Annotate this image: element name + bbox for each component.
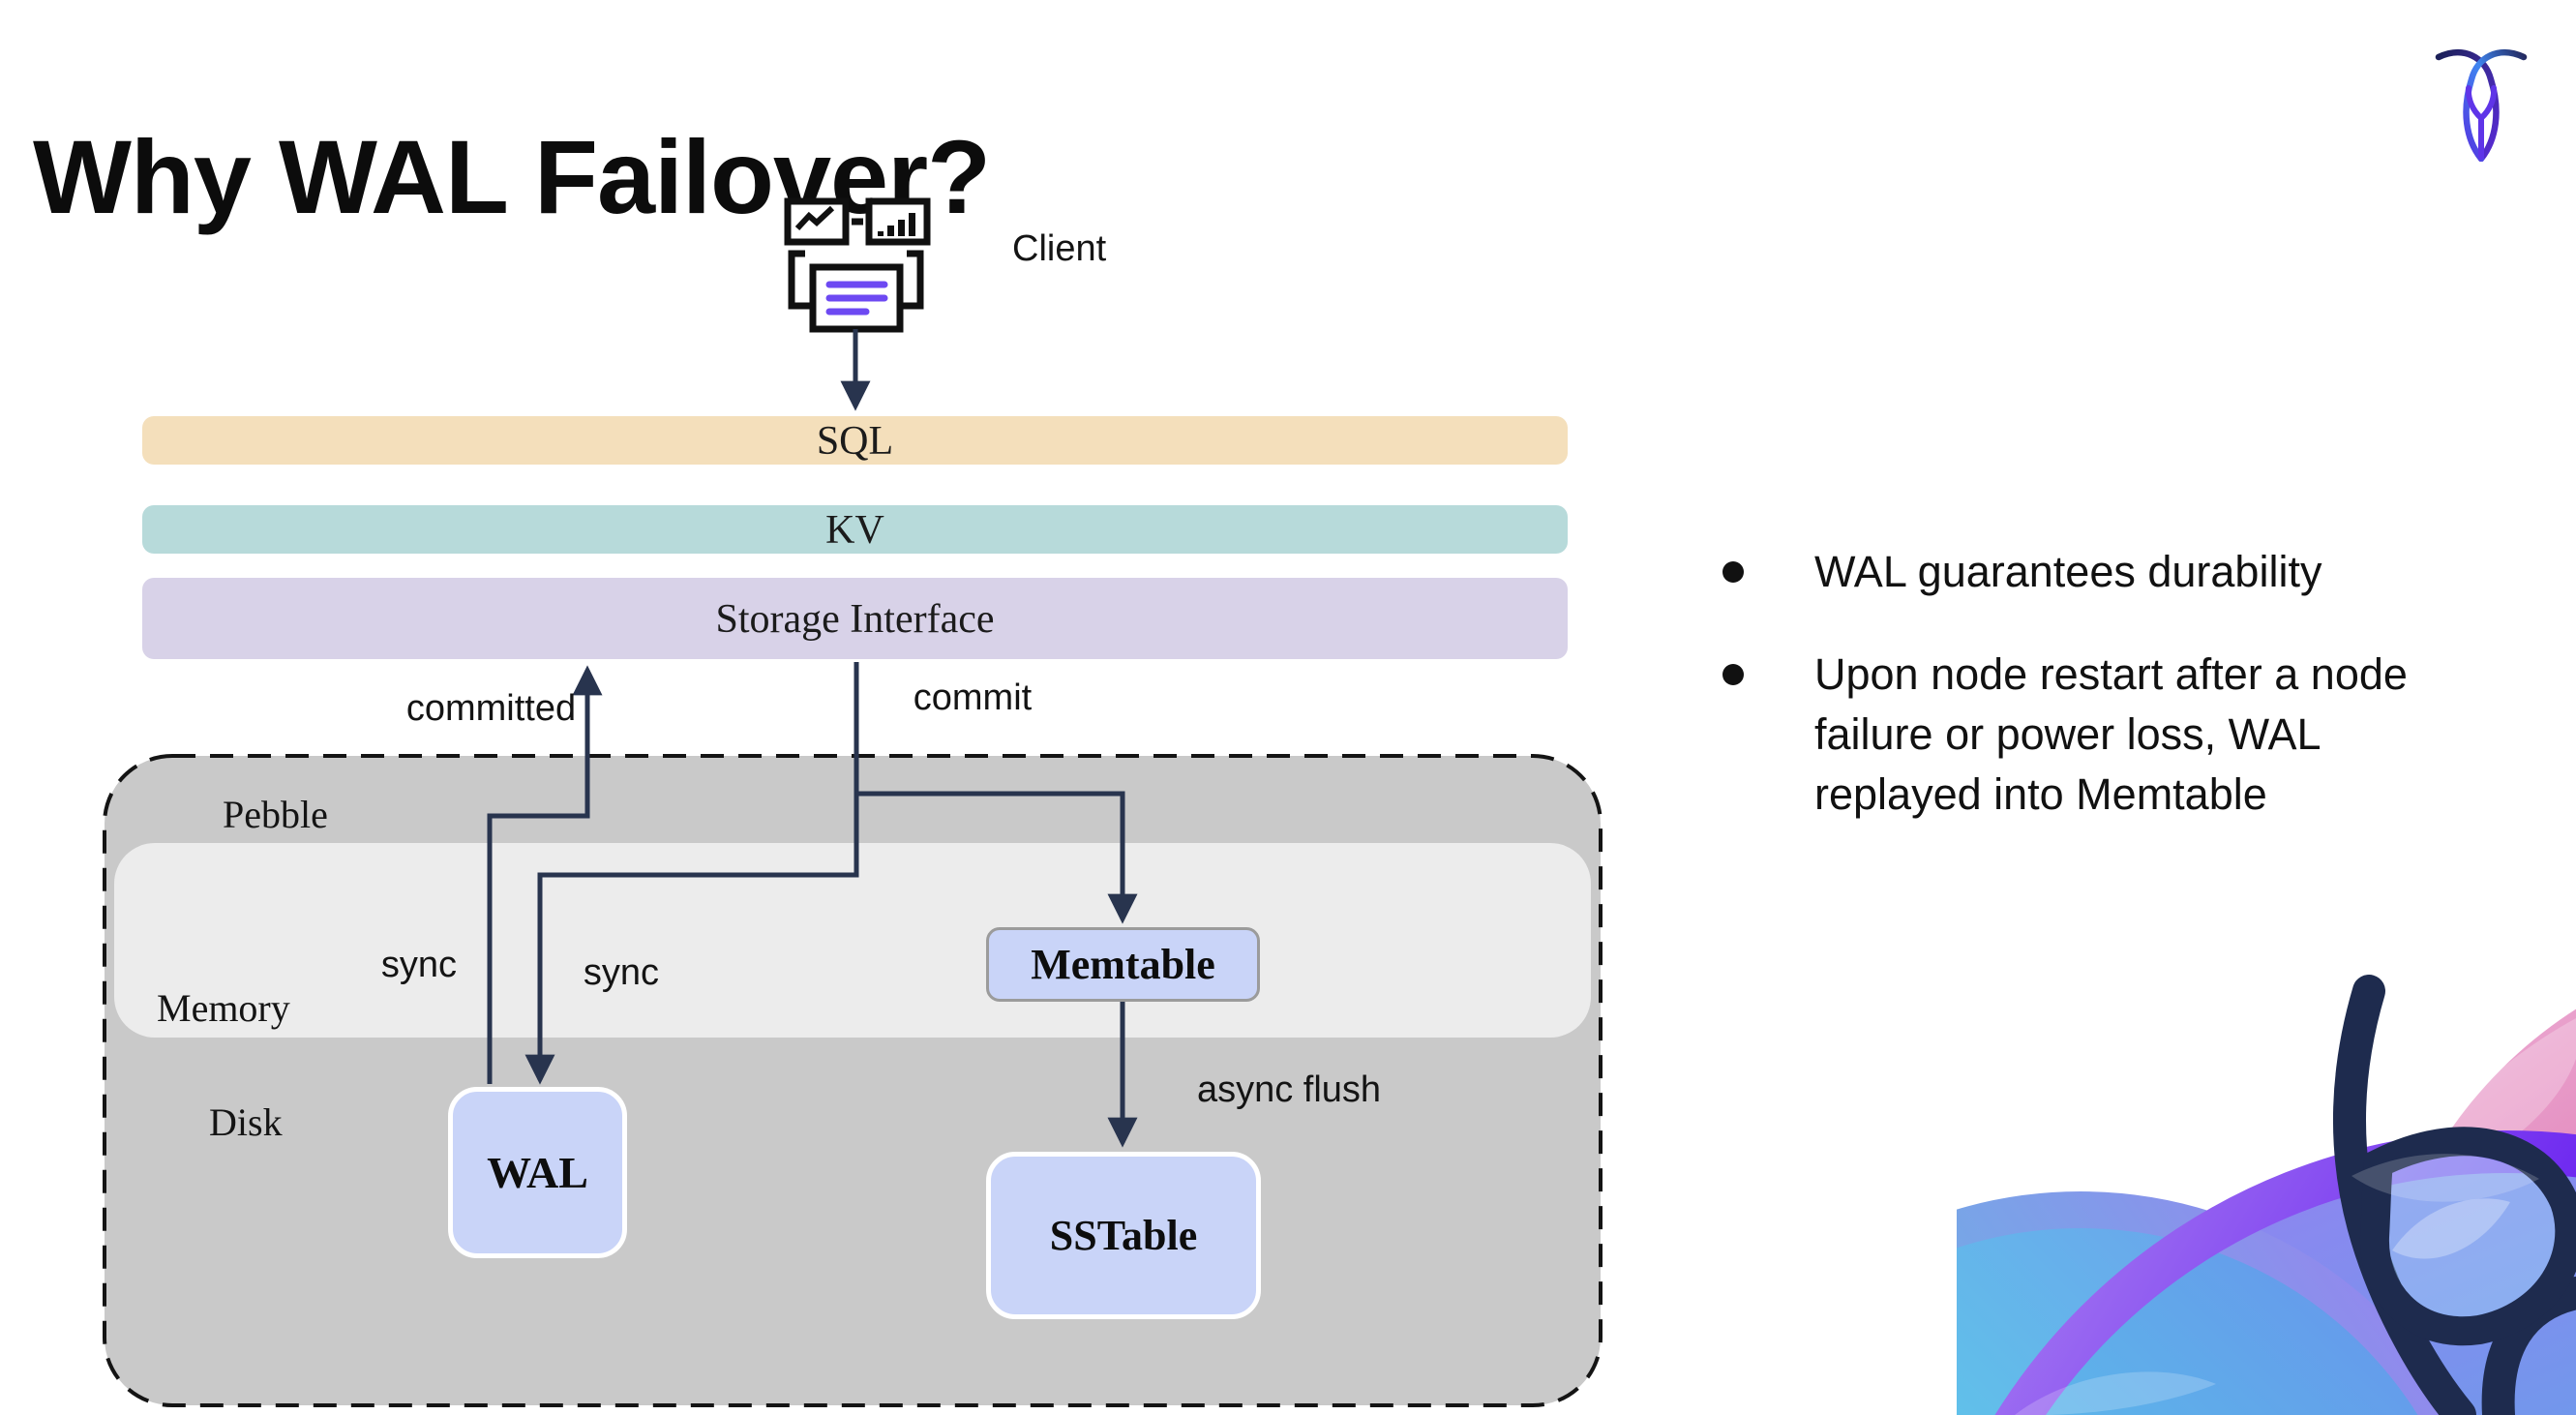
memory-label: Memory <box>157 986 290 1030</box>
slide-title: Why WAL Failover? <box>33 118 991 236</box>
disk-label: Disk <box>209 1100 283 1144</box>
kv-layer-bar: KV <box>142 505 1568 554</box>
client-label: Client <box>1012 228 1107 269</box>
storage-interface-layer-bar: Storage Interface <box>142 578 1568 659</box>
bullet-text: Upon node restart after a node failure o… <box>1814 649 2408 819</box>
bullet-text: WAL guarantees durability <box>1814 547 2322 596</box>
async-flush-edge-label: async flush <box>1196 1069 1382 1110</box>
sstable-node: SSTable <box>986 1152 1261 1319</box>
bullet-dot-icon <box>1722 664 1744 685</box>
client-monitors-icon <box>784 197 931 333</box>
commit-edge-label: commit <box>913 677 1033 718</box>
brand-art-graphic <box>1957 975 2576 1415</box>
memory-band <box>114 843 1591 1038</box>
list-item: WAL guarantees durability <box>1722 542 2458 602</box>
list-item: Upon node restart after a node failure o… <box>1722 645 2458 825</box>
wal-node: WAL <box>448 1087 627 1258</box>
bullet-list: WAL guarantees durability Upon node rest… <box>1722 542 2458 867</box>
committed-edge-label: committed <box>405 688 577 729</box>
memtable-node: Memtable <box>986 927 1260 1002</box>
cockroachdb-logo-icon <box>2435 49 2528 162</box>
committed-arrow <box>487 665 603 1084</box>
sync-edge-label-left: sync <box>380 945 458 985</box>
sql-layer-bar: SQL <box>142 416 1568 465</box>
pebble-label: Pebble <box>223 793 328 836</box>
sync-edge-label-right: sync <box>583 952 660 993</box>
bullet-dot-icon <box>1722 561 1744 583</box>
